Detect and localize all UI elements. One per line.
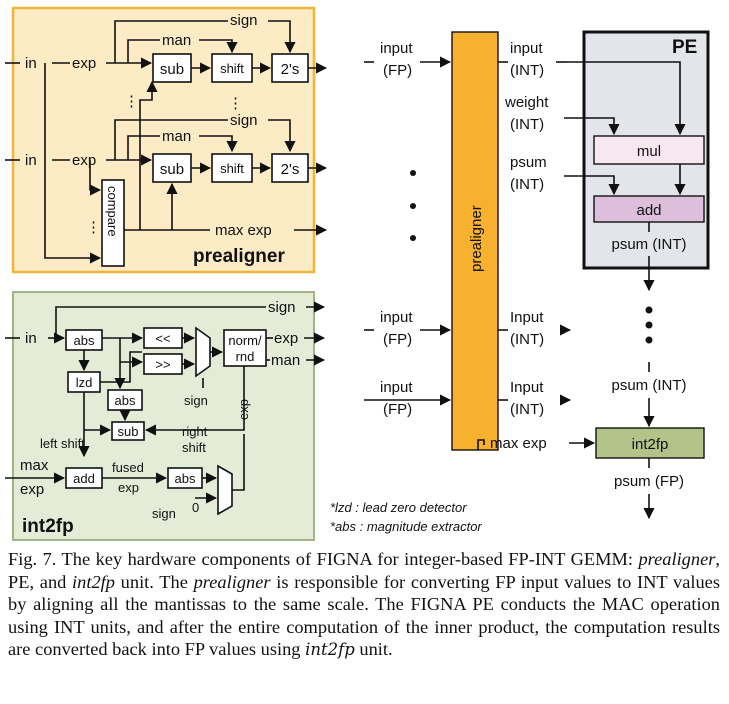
int2fp-fused-label: fused: [112, 460, 144, 475]
pe-add: add: [636, 202, 661, 219]
int2fp-exp-in-label: exp: [20, 481, 44, 498]
int2fp-in-label: in: [25, 330, 37, 347]
int2fp-abs-3: abs: [175, 471, 196, 486]
ellipsis-dot: [645, 336, 653, 344]
int2fp-right-label: right: [182, 424, 208, 439]
ellipsis-dot: [410, 170, 416, 176]
pe-mul: mul: [637, 143, 661, 160]
prealigner-shift-2: shift: [220, 161, 244, 176]
int2fp-unit-box: [595, 427, 705, 459]
int2fp-sign-bottom-label: sign: [152, 506, 176, 521]
prealigner-man-label-2: man: [162, 128, 191, 145]
caption-text: unit.: [354, 639, 393, 659]
ellipsis-dot: [410, 235, 416, 241]
int2fp-rshift: >>: [155, 357, 170, 372]
vertical-dots: ⋮: [86, 219, 101, 236]
caption-text: , PE, and: [8, 549, 721, 592]
int2fp-abs-1: abs: [74, 333, 95, 348]
prealigner-exp-label-1: exp: [72, 55, 96, 72]
int2fp-sign-out-label: sign: [268, 299, 296, 316]
fp-label-3: (FP): [383, 401, 412, 418]
psum-fp-label: psum (FP): [614, 473, 684, 490]
vertical-dots: ⋮: [124, 93, 139, 110]
fp-label-1: (FP): [383, 62, 412, 79]
psum-label: psum: [510, 154, 547, 171]
prealigner-sub-1: sub: [160, 61, 184, 78]
prealigner-sign-label-2: sign: [230, 112, 258, 129]
caption-int2fp-mono: int2fp: [305, 640, 355, 659]
prealigner-title: prealigner: [193, 246, 285, 267]
weight-label: weight: [504, 94, 549, 111]
prealigner-bar-label: prealigner: [468, 205, 485, 272]
int2fp-abs-2: abs: [115, 393, 136, 408]
pe-block: PE weight (INT) mul psum (INT) add psum …: [504, 30, 710, 270]
int2fp-norm: norm/: [228, 333, 262, 348]
input-int-label-3: Input: [510, 379, 544, 396]
int-label-3: (INT): [510, 401, 544, 418]
psum-int-out-label: psum (INT): [612, 377, 687, 394]
caption-int2fp: int2fp: [72, 571, 115, 592]
prealigner-sign-label-1: sign: [230, 12, 258, 29]
prealigner-twos-1: 2's: [281, 61, 300, 78]
lzd-note: *lzd : lead zero detector: [330, 500, 467, 515]
weight-int-label: (INT): [510, 116, 544, 133]
prealigner-shift-1: shift: [220, 61, 244, 76]
figna-hardware-diagram: in exp sign man sub shift 2's ⋮ ⋮ in exp…: [5, 6, 710, 541]
int2fp-lshift: <<: [155, 331, 170, 346]
ellipsis-dot: [645, 321, 653, 329]
int-label-1: (INT): [510, 62, 544, 79]
int2fp-title: int2fp: [22, 516, 74, 537]
input-label-2: input: [380, 309, 413, 326]
prealigner-max-exp-label: max exp: [215, 222, 272, 239]
int2fp-max-label: max: [20, 457, 49, 474]
input-label-3: input: [380, 379, 413, 396]
prealigner-twos-2: 2's: [281, 161, 300, 178]
ellipsis-dot: [410, 203, 416, 209]
prealigner-in-label-1: in: [25, 55, 37, 72]
int2fp-zero-label: 0: [192, 500, 199, 515]
prealigner-man-label-1: man: [162, 32, 191, 49]
int2fp-sign-mux-label: sign: [184, 393, 208, 408]
int2fp-left-shift-label: left shift: [40, 436, 85, 451]
prealigner-sub-2: sub: [160, 161, 184, 178]
int2fp-panel: in abs sign << >> sign norm/ rnd exp man…: [5, 291, 326, 541]
abs-note: *abs : magnitude extractor: [330, 519, 482, 534]
prealigner-in-label-2: in: [25, 152, 37, 169]
int2fp-exp-vertical-label: exp: [236, 399, 251, 420]
caption-text: unit. The: [114, 571, 194, 592]
int2fp-unit-label: int2fp: [632, 436, 669, 453]
int2fp-man-out-label: man: [271, 352, 300, 369]
prealigner-bar-group: prealigner input (FP) input (INT) input …: [364, 31, 596, 452]
input-int-label-2: Input: [510, 309, 544, 326]
int2fp-sub: sub: [118, 424, 139, 439]
pe-title: PE: [672, 37, 697, 58]
int2fp-exp-out-label: exp: [274, 330, 298, 347]
caption-prealigner: prealigner: [193, 571, 271, 592]
fp-label-2: (FP): [383, 331, 412, 348]
caption-text: is responsible for converting FP input v…: [8, 571, 720, 660]
prealigner-exp-label-2: exp: [72, 152, 96, 169]
psum-int-label: (INT): [510, 176, 544, 193]
int2fp-add: add: [73, 471, 95, 486]
int2fp-shift-label: shift: [182, 440, 206, 455]
ellipsis-dot: [645, 306, 653, 314]
caption-fig-num: Fig. 7.: [8, 549, 57, 569]
prealigner-compare: compare: [105, 186, 120, 237]
max-exp-label: max exp: [490, 435, 547, 452]
vertical-dots: ⋮: [228, 95, 243, 112]
input-int-label-1: input: [510, 40, 543, 57]
int2fp-lzd: lzd: [76, 375, 93, 390]
int2fp-exp-fused-label: exp: [118, 480, 139, 495]
input-label-1: input: [380, 40, 413, 57]
int2fp-rnd: rnd: [236, 349, 255, 364]
caption-text: The key hardware components of FIGNA for…: [61, 549, 639, 569]
caption-prealigner: prealigner: [638, 549, 716, 569]
prealigner-panel: in exp sign man sub shift 2's ⋮ ⋮ in exp…: [5, 6, 328, 274]
figure-caption: Fig. 7. The key hardware components of F…: [8, 548, 720, 662]
pe-psum-int-label: psum (INT): [612, 236, 687, 253]
int-label-2: (INT): [510, 331, 544, 348]
